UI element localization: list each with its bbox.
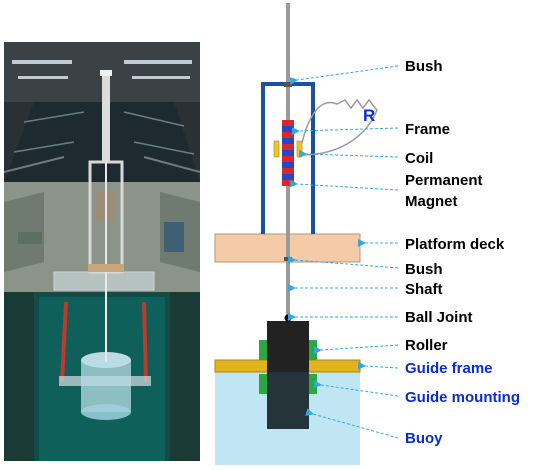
label-platform-deck: Platform deck [405, 236, 505, 253]
coil-right [296, 140, 303, 158]
arrow-roller [313, 344, 399, 355]
label-frame: Frame [405, 121, 450, 138]
roller-left [259, 340, 267, 360]
arrow-coil [298, 149, 399, 158]
arrow-bush-top [289, 65, 399, 85]
arrow-guide-frame [357, 361, 399, 370]
arrow-frame [291, 127, 399, 136]
label-guide-mounting: Guide mounting [405, 389, 520, 406]
permanent-magnet [282, 120, 294, 186]
ball-joint [284, 314, 292, 322]
roller-left-lower [259, 374, 267, 394]
buoy [267, 321, 309, 429]
arrow-magnet [289, 179, 399, 191]
bush-top [284, 82, 292, 87]
label-coil: Coil [405, 150, 433, 167]
label-guide-frame: Guide frame [405, 360, 493, 377]
coil-left [273, 140, 280, 158]
label-ball-joint: Ball Joint [405, 309, 473, 326]
roller-right [309, 340, 317, 360]
label-roller: Roller [405, 337, 448, 354]
experiment-photo [4, 42, 200, 461]
resistor-label: R [363, 106, 375, 125]
arrow-bush-bottom [287, 255, 399, 269]
label-buoy: Buoy [405, 430, 443, 447]
bush-bottom [284, 257, 292, 261]
roller-right-lower [309, 374, 317, 394]
arrow-guide-mounting [313, 380, 399, 397]
label-permanent: Permanent [405, 172, 483, 189]
label-shaft: Shaft [405, 281, 443, 298]
label-bush-bottom: Bush [405, 261, 443, 278]
label-magnet: Magnet [405, 193, 458, 210]
resistor-wire [301, 98, 378, 156]
pto-schematic: R Bush Frame Coil Permanent Magnet Platf… [214, 3, 520, 465]
label-bush-top: Bush [405, 58, 443, 75]
